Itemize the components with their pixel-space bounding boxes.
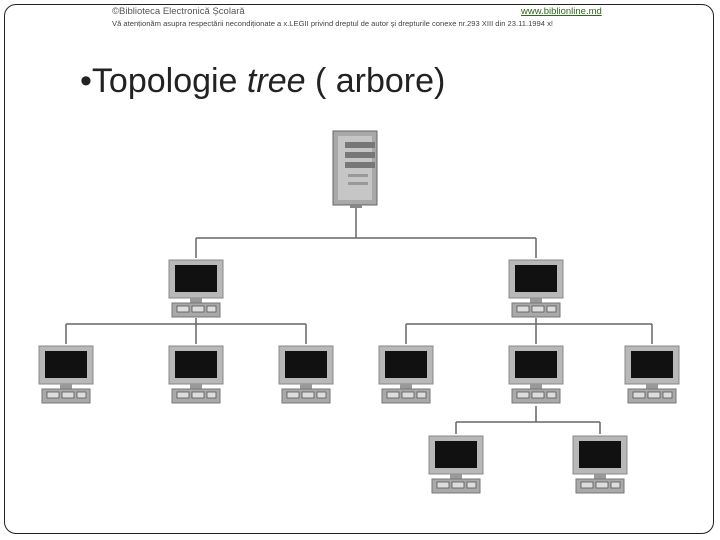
desktop-computer-icon bbox=[378, 345, 434, 404]
title-prefix: Topologie bbox=[91, 62, 247, 100]
copyright-text: ©Biblioteca Electronică Școlară bbox=[112, 6, 245, 17]
desktop-computer-icon bbox=[572, 435, 628, 494]
copyright-notice: Vă atenționăm asupra respectării necondi… bbox=[112, 19, 553, 28]
desktop-computer-icon bbox=[168, 345, 224, 404]
desktop-computer-icon bbox=[624, 345, 680, 404]
desktop-computer-icon bbox=[38, 345, 94, 404]
desktop-computer-icon bbox=[428, 435, 484, 494]
site-link[interactable]: www.biblionline.md bbox=[521, 6, 602, 17]
bullet-marker: • bbox=[80, 62, 92, 100]
title-suffix: ( arbore) bbox=[305, 62, 446, 100]
title-emphasis: tree bbox=[246, 62, 306, 100]
slide-frame bbox=[4, 4, 714, 534]
slide-title: •Topologie tree ( arbore) bbox=[80, 62, 445, 101]
desktop-computer-icon bbox=[508, 345, 564, 404]
network-lines bbox=[65, 208, 653, 434]
desktop-computer-icon bbox=[508, 259, 564, 318]
server-tower-icon bbox=[332, 130, 378, 208]
desktop-computer-icon bbox=[168, 259, 224, 318]
desktop-computer-icon bbox=[278, 345, 334, 404]
